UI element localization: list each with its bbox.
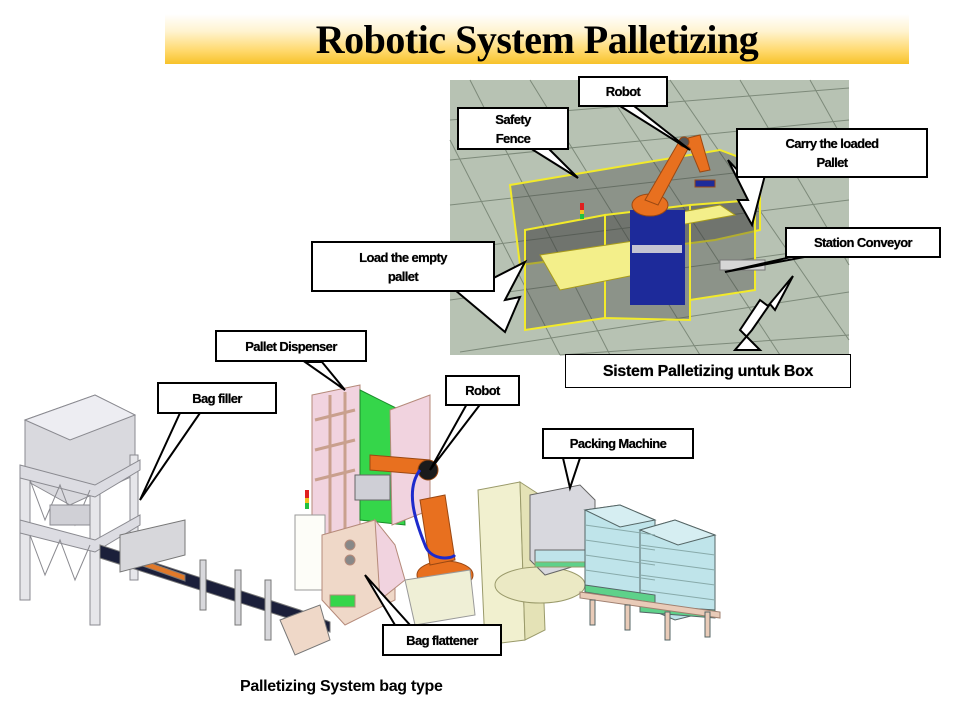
callout-robot-box: Robot: [578, 76, 668, 107]
callout-robot-bag: Robot: [445, 375, 520, 406]
bag-conveyor: [99, 519, 331, 656]
caption-box-system: Sistem Palletizing untuk Box: [565, 354, 851, 388]
callout-bag-flattener: Bag flattener: [382, 624, 502, 656]
page-title: Robotic System Palletizing: [315, 17, 759, 62]
caption-bag-system: Palletizing System bag type: [240, 678, 443, 695]
stack-light: [580, 203, 584, 219]
callout-load-empty-pallet: Load the empty pallet: [311, 241, 495, 292]
robot-cell-blue: [630, 210, 685, 305]
robot-arm: [631, 134, 716, 217]
control-cabinet: [294, 490, 326, 591]
callout-pointers-box: [452, 105, 816, 351]
callout-packing-machine: Packing Machine: [542, 428, 694, 459]
callout-safety-fence: Safety Fence: [457, 107, 569, 150]
callout-carry-loaded-pallet: Carry the loaded Pallet: [736, 128, 928, 178]
callout-bag-filler: Bag filler: [157, 382, 277, 414]
callout-station-conveyor: Station Conveyor: [785, 227, 941, 258]
packing-machine: [477, 481, 596, 646]
title-banner: Robotic System Palletizing: [165, 14, 909, 64]
bag-filler-machine: [19, 394, 141, 626]
pallet-dispenser: [311, 384, 431, 546]
callout-pallet-dispenser: Pallet Dispenser: [215, 330, 367, 362]
loaded-pallets: [579, 504, 721, 641]
bag-flattener-machine: [321, 518, 406, 626]
bag-robot-arm: [354, 454, 476, 626]
